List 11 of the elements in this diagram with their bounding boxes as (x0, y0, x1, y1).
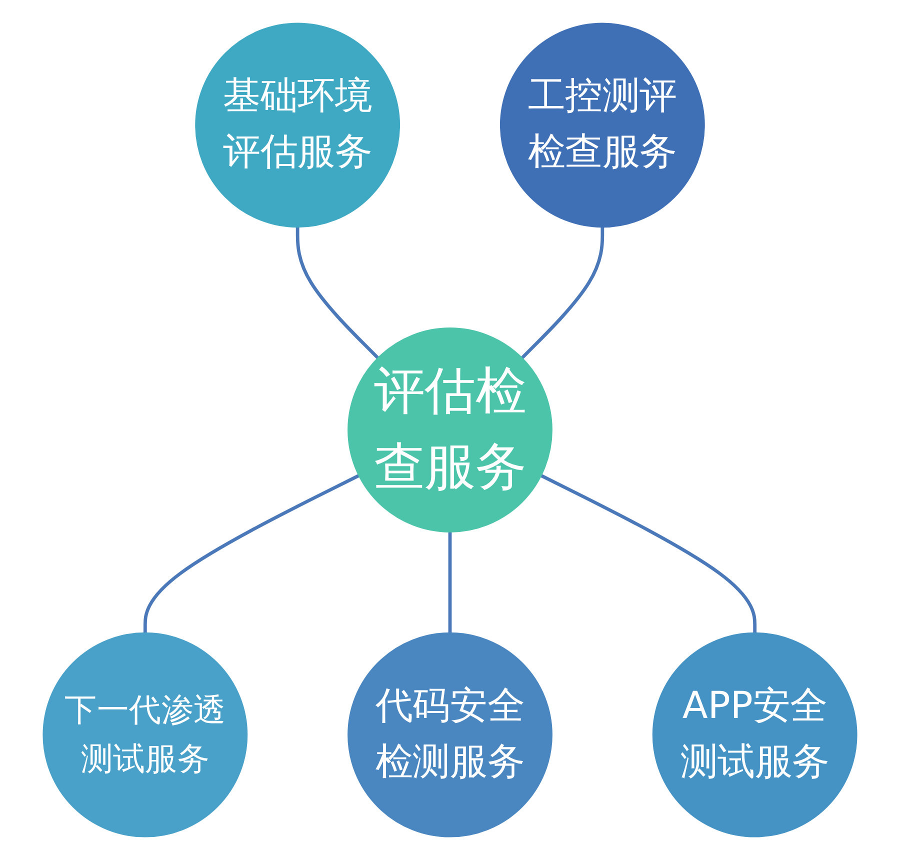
node-circle: 工控测评检查服务 (500, 22, 705, 228)
node-circle: 代码安全检测服务 (348, 632, 552, 837)
connector (296, 226, 380, 359)
node-circle: 评估检查服务 (348, 327, 552, 532)
connector (540, 473, 757, 633)
node-circle: 基础环境评估服务 (195, 22, 400, 228)
connector (448, 531, 452, 633)
node-circle: APP安全测试服务 (652, 632, 858, 837)
node-circle: 下一代渗透测试服务 (42, 632, 248, 837)
connector (143, 473, 360, 633)
connector (520, 226, 604, 359)
